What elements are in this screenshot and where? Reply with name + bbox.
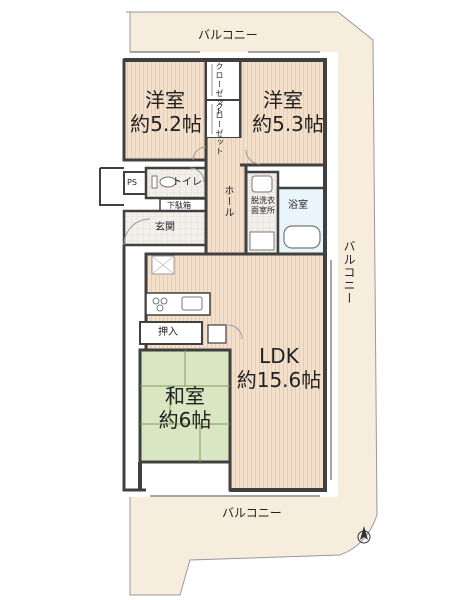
exterior-walls xyxy=(124,58,327,492)
bath-label: 浴室 xyxy=(288,200,308,211)
ps-label: PS xyxy=(127,178,137,187)
room-western-2-name: 洋室 xyxy=(263,88,303,112)
balcony-top-label: バルコニー xyxy=(198,28,258,42)
shoebox-label: 下駄箱 xyxy=(167,201,191,210)
closet-2-label: クローゼット xyxy=(215,102,224,156)
sink-icon xyxy=(181,296,203,311)
entrance-floor xyxy=(122,209,208,247)
tatami-lines xyxy=(140,350,230,462)
storage-label: 押入 xyxy=(158,327,178,338)
washitsu-name: 和室 xyxy=(165,384,205,408)
room-western-1-size: 約5.2帖 xyxy=(130,112,202,136)
outer-notch xyxy=(99,167,124,206)
door-swing xyxy=(189,167,205,183)
room-western-1-name: 洋室 xyxy=(145,88,185,112)
door-swing xyxy=(192,146,207,161)
toilet-bowl-icon xyxy=(159,176,177,188)
stove-burner-icon xyxy=(156,304,164,312)
entrance-door-swing xyxy=(123,218,151,246)
stove-burner-icon xyxy=(152,297,160,305)
ldk-name: LDK xyxy=(259,344,299,368)
washroom-label: 脱洗衣面室所 xyxy=(248,196,278,216)
hall-floor xyxy=(206,138,246,253)
washitsu-size: 約6帖 xyxy=(158,408,212,432)
hall-label: ホール xyxy=(222,185,233,218)
inner-walls xyxy=(122,138,325,492)
storage xyxy=(139,321,203,345)
entrance-label: 玄関 xyxy=(155,222,175,233)
room-western-2-size: 約5.3帖 xyxy=(252,112,324,136)
balcony-bottom-label: バルコニー xyxy=(222,506,282,520)
duct-diagonal xyxy=(151,255,175,275)
washbasin-icon xyxy=(251,175,273,193)
toilet-tank-icon xyxy=(151,175,158,189)
closet-1-label: クローゼット xyxy=(215,62,224,116)
ldk-size: 約15.6帖 xyxy=(236,368,322,392)
washroom-text: 脱洗衣面室所 xyxy=(251,196,275,215)
washing-machine-icon xyxy=(249,231,275,251)
stove-burner-icon xyxy=(160,297,168,305)
north-arrow-icon xyxy=(357,526,371,544)
door-swing xyxy=(227,324,243,340)
storage-shelf xyxy=(207,324,227,344)
bathtub-icon xyxy=(283,225,321,249)
balcony-right-label: バルコニー xyxy=(342,240,356,305)
toilet-label: トイレ xyxy=(172,177,202,188)
door-swing xyxy=(245,149,261,165)
